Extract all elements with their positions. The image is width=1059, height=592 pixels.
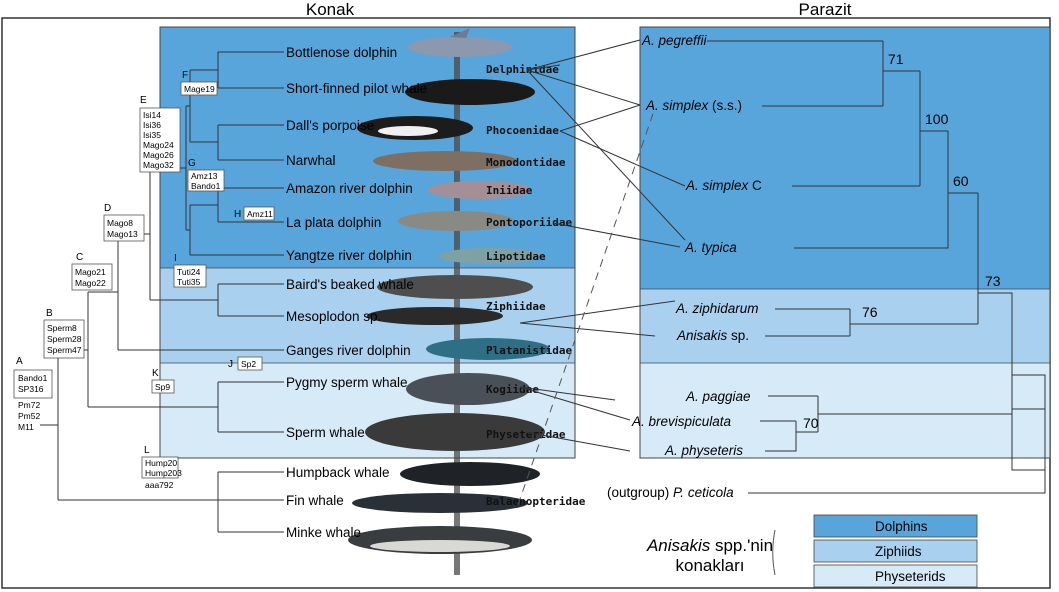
hap-l-0: Hump20 (145, 458, 177, 468)
bootstrap-73: 73 (985, 273, 1001, 289)
bootstrap-76: 76 (862, 304, 878, 320)
hap-e-3: Mago24 (143, 140, 174, 150)
hap-a-2: Pm72 (18, 400, 40, 410)
clade-letter-b: B (46, 308, 53, 319)
clade-letter-f: F (182, 70, 188, 81)
legend-title-line2: konakları (676, 556, 745, 575)
hap-e-1: Isi36 (143, 120, 161, 130)
bootstrap-70: 70 (803, 415, 819, 431)
host-name-yangtze: Yangtze river dolphin (286, 248, 412, 263)
humpback-whale-image (400, 462, 540, 486)
clade-letter-l: L (144, 445, 150, 456)
clade-letter-c: C (76, 252, 83, 263)
hap-f-0: Mage19 (184, 84, 215, 94)
hap-c-0: Mago21 (75, 267, 106, 277)
parasite-a-typica: A. typica (684, 240, 737, 255)
parasite-a-brevispiculata: A. brevispiculata (631, 414, 732, 429)
host-name-la-plata: La plata dolphin (286, 215, 381, 230)
family-pontoporiidae: Pontoporiidae (486, 216, 572, 229)
legend-title-line1: Anisakis spp.'nin (646, 536, 773, 555)
parasite-header: Parazit (799, 0, 852, 19)
family-phocoenidae: Phocoenidae (486, 124, 559, 137)
host-name-narwhal: Narwhal (286, 153, 336, 168)
family-monodontidae: Monodontidae (486, 156, 566, 169)
family-platanistidae: Platanistidae (486, 344, 572, 357)
parasite-outgroup-p-ceticola: (outgroup) P. ceticola (607, 485, 734, 500)
hap-l-1: Hump203 (145, 468, 182, 478)
hap-a-3: Pm52 (18, 411, 40, 421)
parasite-a-simplex-ss: A. simplex (s.s.) (645, 98, 742, 113)
host-name-minke: Minke whale (286, 525, 361, 540)
clade-letter-e: E (140, 95, 147, 106)
parasite-a-physeteris: A. physeteris (664, 443, 743, 458)
family-iniidae: Iniidae (486, 184, 533, 197)
clade-letter-h: H (234, 209, 241, 220)
clade-letter-k: K (152, 368, 159, 379)
host-name-humpback: Humpback whale (286, 465, 390, 480)
host-name-mesoplodon: Mesoplodon sp. (286, 309, 381, 324)
family-balaenopteridae: Balaenopteridae (486, 495, 586, 508)
hap-j-0: Sp2 (241, 359, 256, 369)
legend-label-dolphins: Dolphins (875, 519, 928, 534)
clade-letter-d: D (104, 203, 111, 214)
hap-l-2: aaa792 (145, 480, 174, 490)
family-ziphiidae: Ziphiidae (486, 300, 546, 313)
host-name-amazon: Amazon river dolphin (286, 181, 413, 196)
host-name-bairds: Baird's beaked whale (286, 277, 414, 292)
hap-a-1: SP316 (18, 384, 44, 394)
parasite-anisakis-sp: Anisakis sp. (676, 328, 749, 343)
hap-e-2: Isi35 (143, 130, 161, 140)
family-kogiidae: Kogiidae (486, 383, 539, 396)
legend-label-physeterids: Physeterids (875, 569, 946, 584)
parasite-a-simplex-c: A. simplex C (685, 178, 762, 193)
family-physeteridae: Physeteridae (486, 428, 566, 441)
hap-b-0: Sperm8 (47, 323, 77, 333)
hap-a-4: M11 (18, 422, 34, 432)
host-name-dalls-porpoise: Dall's porpoise (286, 118, 374, 133)
hap-g-0: Amz13 (191, 171, 218, 181)
parasite-a-pegreffii: A. pegreffii (641, 33, 708, 48)
host-name-fin-whale: Fin whale (286, 493, 344, 508)
hap-h-0: Amz11 (247, 209, 273, 219)
hap-i-0: Tuti24 (177, 267, 201, 277)
bootstrap-100: 100 (925, 111, 949, 127)
host-name-pygmy-sperm: Pygmy sperm whale (286, 375, 408, 390)
clade-letter-i: I (174, 253, 177, 264)
clade-letter-j: J (228, 359, 233, 370)
hap-e-5: Mago32 (143, 160, 174, 170)
hap-d-1: Mago13 (107, 229, 138, 239)
host-name-pilot-whale: Short-finned pilot whale (286, 81, 427, 96)
hap-b-1: Sperm28 (47, 334, 82, 344)
clade-letter-g: G (188, 158, 196, 169)
bootstrap-71: 71 (888, 51, 904, 67)
host-name-ganges: Ganges river dolphin (286, 343, 411, 358)
hap-k-0: Sp9 (155, 382, 170, 392)
host-header: Konak (306, 0, 355, 19)
hap-d-0: Mago8 (107, 218, 133, 228)
family-delphinidae: Delphinidae (486, 63, 559, 76)
host-name-bottlenose: Bottlenose dolphin (286, 45, 397, 60)
parasite-a-paggiae: A. paggiae (685, 389, 751, 404)
bootstrap-60: 60 (953, 173, 969, 189)
mesoplodon-image (367, 307, 503, 325)
parasite-a-ziphidarum: A. ziphidarum (675, 301, 759, 316)
hap-g-1: Bando1 (191, 181, 221, 191)
host-name-sperm-whale: Sperm whale (286, 425, 365, 440)
family-lipotidae: Lipotidae (486, 250, 546, 263)
legend-label-ziphiids: Ziphiids (875, 544, 922, 559)
clade-letter-a: A (16, 356, 23, 367)
hap-e-4: Mago26 (143, 150, 174, 160)
hap-b-2: Sperm47 (47, 345, 82, 355)
hap-i-1: Tuti35 (177, 277, 201, 287)
legend: Anisakis spp.'nin konakları Dolphins Zip… (646, 515, 977, 587)
hap-e-0: Isi14 (143, 110, 161, 120)
hap-a-0: Bando1 (18, 373, 48, 383)
hap-c-1: Mago22 (75, 278, 106, 288)
bottlenose-dolphin-image (408, 37, 512, 57)
